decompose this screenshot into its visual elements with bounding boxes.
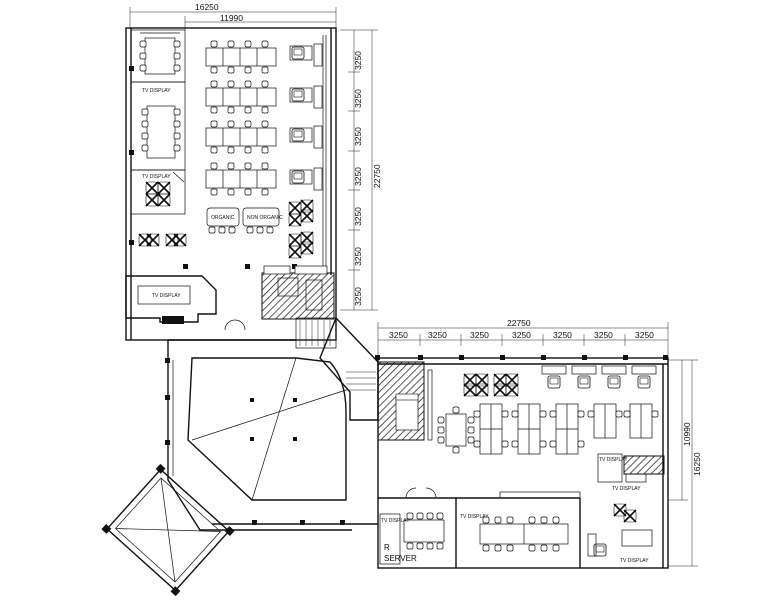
manager-desks-lower bbox=[541, 365, 657, 389]
dim-right-seg-7: 3250 bbox=[353, 287, 363, 306]
dim-right-overall: 22750 bbox=[372, 164, 382, 188]
dim-bottom-seg-3: 3250 bbox=[470, 330, 489, 340]
connector-stair bbox=[295, 316, 379, 421]
dim-bottom-seg-5: 3250 bbox=[553, 330, 572, 340]
dim-bottom-seg-6: 3250 bbox=[594, 330, 613, 340]
dim-right-seg-1: 3250 bbox=[353, 51, 363, 70]
dim-bottom-overall: 22750 bbox=[507, 318, 531, 328]
lower-office: TV DISPLAY TV DISPLAY TV DISPLAY R SERVE… bbox=[375, 355, 669, 569]
tv-display-label-1: TV DISPLAY bbox=[142, 88, 171, 94]
dim-far-right-overall: 16250 bbox=[692, 452, 702, 476]
workstations-upper bbox=[205, 40, 277, 196]
tv-display-label-4: TV DISPLAY bbox=[599, 457, 628, 463]
atrium bbox=[165, 339, 352, 531]
server-label: SERVER bbox=[384, 554, 417, 563]
non-organic-label: NON ORGANIC bbox=[247, 215, 283, 221]
tv-display-label-7: TV DISPLAY bbox=[460, 514, 489, 520]
dim-right-seg-2: 3250 bbox=[353, 89, 363, 108]
server-prefix-label: R bbox=[384, 543, 390, 552]
workstations-lower bbox=[473, 403, 659, 455]
dim-far-right-inner: 10990 bbox=[682, 422, 692, 446]
upper-office: TV DISPLAY TV DISPLAY bbox=[125, 27, 337, 341]
rotated-block bbox=[101, 463, 235, 597]
dim-bottom-seg-4: 3250 bbox=[512, 330, 531, 340]
dim-top-overall: 16250 bbox=[195, 2, 219, 12]
organic-label: ORGANIC bbox=[211, 215, 235, 221]
dim-top-inner: 11990 bbox=[220, 13, 243, 23]
tv-display-label-2: TV DISPLAY bbox=[142, 174, 171, 180]
dim-right-seg-5: 3250 bbox=[353, 207, 363, 226]
dim-right-seg-4: 3250 bbox=[353, 167, 363, 186]
tv-display-label-8: TV DISPLAY bbox=[620, 558, 649, 564]
top-dimensions: 16250 11990 bbox=[129, 2, 337, 30]
dim-right-seg-6: 3250 bbox=[353, 247, 363, 266]
dim-bottom-seg-2: 3250 bbox=[428, 330, 447, 340]
tv-display-label-5: TV DISPLAY bbox=[612, 486, 641, 492]
dim-bottom-seg-7: 3250 bbox=[635, 330, 654, 340]
lower-dimensions: 22750 3250 3250 3250 3250 3250 3250 3250… bbox=[377, 318, 702, 567]
dim-bottom-seg-1: 3250 bbox=[389, 330, 408, 340]
tv-display-label-3: TV DISPLAY bbox=[152, 293, 181, 299]
tv-display-label-6: TV DISPLAY bbox=[381, 518, 410, 524]
dim-right-seg-3: 3250 bbox=[353, 127, 363, 146]
manager-desks-upper bbox=[289, 43, 323, 191]
right-dimensions: 3250 3250 3250 3250 3250 3250 3250 22750 bbox=[340, 29, 382, 311]
